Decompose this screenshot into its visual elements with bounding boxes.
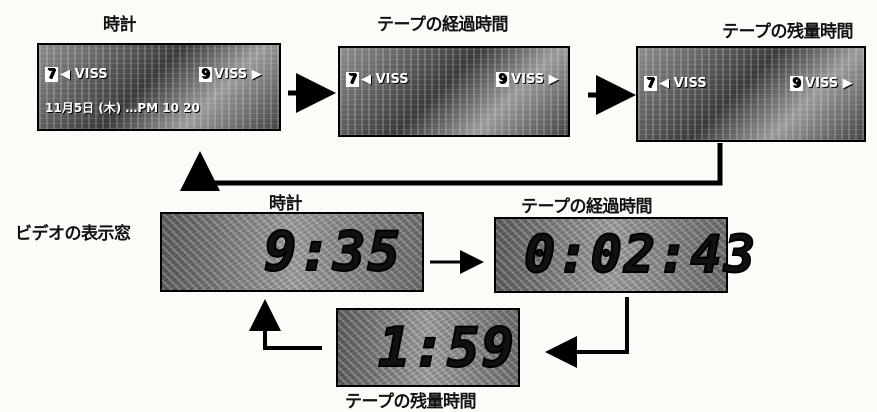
arrow-return-loop-top [180, 143, 723, 191]
lcd-display-elapsed: 0:02:43 [494, 217, 756, 293]
elapsed-display-value: 0:02:43 [523, 224, 758, 286]
clock-display-value: 9:35 [263, 219, 403, 284]
vhs-index-left: 7◀ VISS [346, 72, 409, 87]
bottom-elapsed-label: テープの経過時間 [521, 197, 652, 217]
lcd-display-remaining: 1:59 [336, 308, 520, 387]
bottom-clock-label: 時計 [269, 194, 303, 214]
top-elapsed-label: テープの経過時間 [377, 15, 508, 35]
arrow-lcd-elapsed-to-remaining [545, 297, 629, 368]
arrow-lcd-remaining-to-clock [249, 299, 322, 350]
remaining-display-value: 1:59 [377, 315, 517, 380]
vhs-index-left: 7◀ VISS [45, 67, 108, 82]
bottom-remaining-label: テープの残量時間 [345, 392, 476, 412]
top-remaining-label: テープの残量時間 [722, 22, 853, 42]
video-window-label: ビデオの表示窓 [15, 224, 131, 244]
clock-date-line: 11月5日 (木) …PM 10 20 [45, 101, 200, 115]
lcd-display-clock: 9:35 [160, 212, 424, 292]
top-clock-label: 時計 [103, 15, 137, 35]
vhs-index-left: 7◀ VISS [644, 76, 707, 91]
